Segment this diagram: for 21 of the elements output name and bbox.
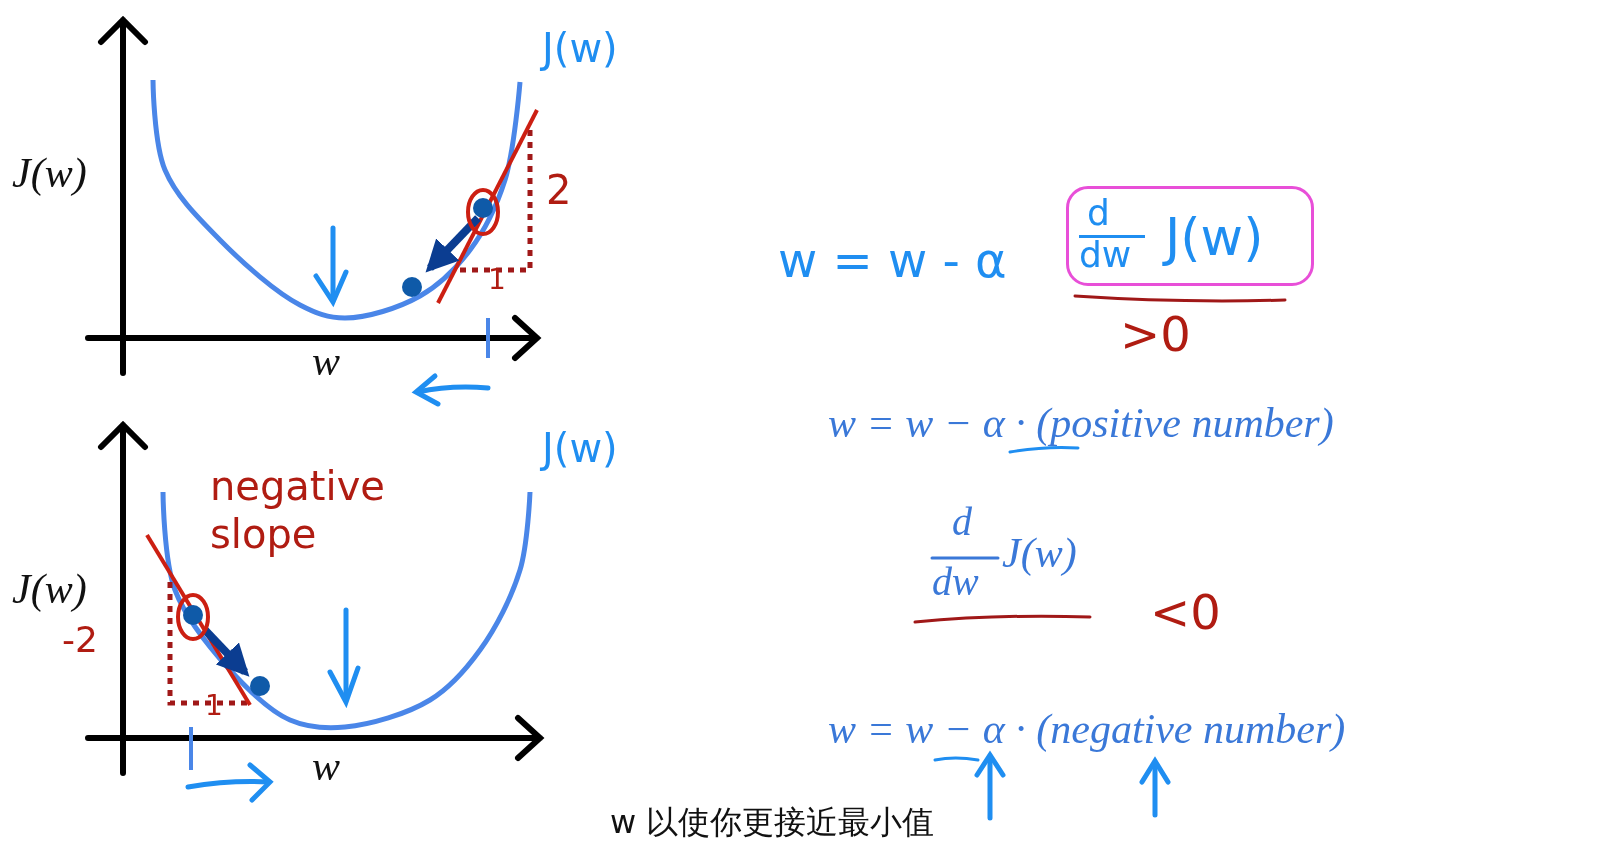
subtitle: w 以使你更接近最小值 [610,806,935,838]
d-symbol: d [1087,195,1110,231]
sign-note: >0 [1120,310,1191,358]
axis-label: w [312,745,340,787]
update-formula: w = w − α · (positive number) [828,402,1334,444]
derivative-symbol: d [952,502,972,542]
run-value: 1 [205,692,223,720]
update-formula: w = w − α · (negative number) [828,708,1346,750]
rise-value: 2 [546,170,572,210]
rise-value: -2 [62,622,98,658]
sign-note: <0 [1150,588,1221,636]
axis-label: J(w) [12,152,87,194]
derivative-symbol: dw [1079,237,1132,273]
slope-note: negative slope [210,462,386,558]
derivative-symbol: dw [932,562,979,602]
axis-label: w [312,340,340,382]
cost-function: J(w) [1002,532,1077,574]
axis-label: J(w) [12,568,87,610]
run-value: 1 [488,266,506,294]
update-formula: w = w - α [778,236,1007,284]
highlight-box [1066,186,1314,286]
